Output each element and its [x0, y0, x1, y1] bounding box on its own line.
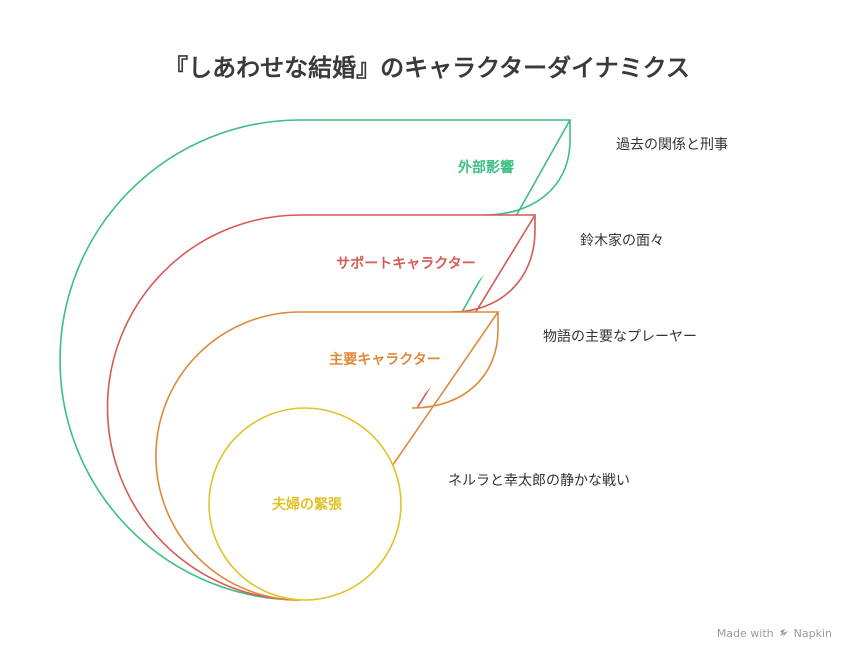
layer-label-support: サポートキャラクター: [336, 255, 475, 272]
diagram-title: 『しあわせな結婚』のキャラクターダイナミクス: [164, 54, 690, 82]
layer-shape-couple: [208, 407, 402, 601]
layer-description-couple: ネルラと幸太郎の静かな戦い: [448, 473, 630, 489]
watermark-made-with: Made with: [716, 627, 774, 640]
layer-description-main: 物語の主要なプレーヤー: [543, 329, 697, 345]
watermark-brand: Napkin: [793, 627, 832, 640]
watermark[interactable]: Made with Napkin: [717, 627, 832, 640]
napkin-logo-icon: [779, 628, 788, 637]
layer-label-external: 外部影響: [458, 159, 514, 176]
layer-description-support: 鈴木家の面々: [580, 233, 664, 249]
layer-description-external: 過去の関係と刑事: [616, 137, 728, 153]
layer-label-couple: 夫婦の緊張: [272, 496, 343, 513]
layer-label-main: 主要キャラクター: [329, 351, 440, 368]
